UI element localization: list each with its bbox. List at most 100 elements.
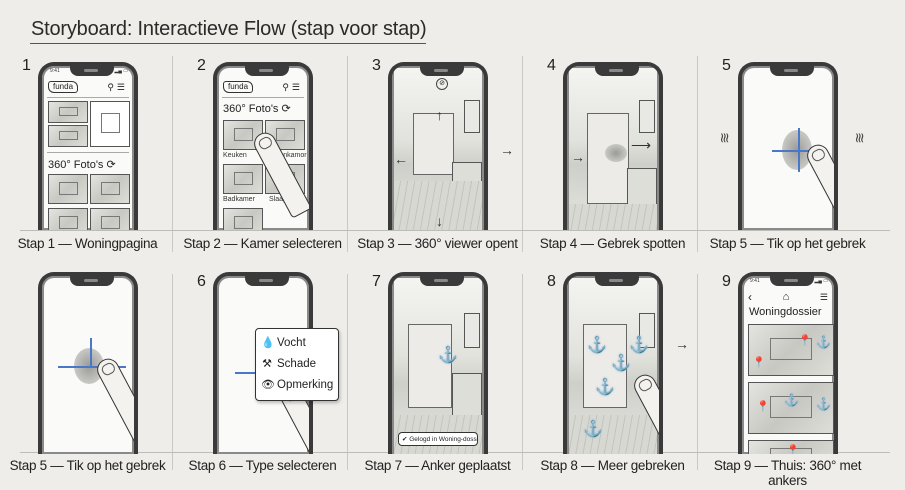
- home-icon[interactable]: ⌂: [782, 291, 790, 303]
- menu-icon[interactable]: ☰: [116, 81, 128, 92]
- menu-item-vocht[interactable]: 💧 Vocht: [261, 333, 333, 354]
- divider: [522, 56, 523, 252]
- phone-frame: ⚓ ⚓ ⚓ ⚓ ⚓: [563, 272, 663, 454]
- anchor-icon[interactable]: ⚓: [816, 335, 831, 349]
- phone-notch: [595, 276, 639, 286]
- back-wall: [413, 113, 454, 175]
- separator: [47, 97, 129, 98]
- menu-icon[interactable]: ☰: [819, 291, 828, 302]
- panel-step-2: 2 funda ⚲☰ 360° Foto's ⟳ Keuken Woonkamo…: [175, 52, 350, 282]
- phone-notch: [770, 276, 814, 286]
- panel-step-4: 4 → ⟶ Stap 4 — Gebrek spotten: [525, 52, 700, 282]
- dossier-room-card[interactable]: [748, 440, 834, 454]
- anchor-icon[interactable]: ⚓: [587, 337, 607, 354]
- pin-icon[interactable]: 📍: [798, 335, 812, 347]
- anchor-icon[interactable]: ⚓: [595, 379, 615, 396]
- crosshair-icon: [58, 366, 126, 368]
- search-icon[interactable]: ⚲: [282, 81, 292, 92]
- step-caption: Stap 5 — Tik op het gebrek: [9, 458, 166, 473]
- step-number: 6: [197, 273, 206, 290]
- arrow-right-icon: →: [675, 336, 689, 352]
- eye-icon: 👁: [261, 379, 275, 391]
- menu-item-opmerking[interactable]: 👁 Opmerking: [261, 375, 333, 396]
- anchor-icon[interactable]: ⚓: [816, 397, 831, 411]
- 360-thumbnail[interactable]: [48, 208, 88, 230]
- baseline: [20, 230, 890, 231]
- step-caption: Stap 8 — Meer gebreken: [540, 458, 685, 473]
- phone-notch: [595, 66, 639, 76]
- menu-item-schade[interactable]: ⚒ Schade: [261, 354, 333, 375]
- phone-frame: 9:41 ▂▄ ▭ ‹ ⌂ ☰ Woningdossier 📍 ⚓ 📍 📍 ⚓ …: [738, 272, 838, 454]
- signal-battery-icon: ▂▄ ▭: [114, 68, 128, 74]
- search-icon[interactable]: ⚲: [107, 81, 117, 92]
- floor: [569, 415, 657, 454]
- vibration-icon: ≋: [717, 132, 733, 144]
- pin-icon[interactable]: 📍: [752, 357, 766, 369]
- divider: [697, 56, 698, 252]
- step-number: 4: [547, 57, 556, 74]
- app-bar: funda ⚲☰: [223, 80, 303, 94]
- compass-icon[interactable]: ⊘: [436, 78, 448, 90]
- panel-step-7: 7 ⚓ ✔ Gelogd in Woning-dossier Stap 7 — …: [350, 268, 525, 490]
- dossier-room-card[interactable]: [748, 324, 834, 376]
- 360-thumbnail[interactable]: [48, 174, 88, 204]
- photo-thumbnail[interactable]: [48, 125, 88, 147]
- status-time: 9:41: [750, 278, 760, 284]
- 360-kitchen-view[interactable]: [569, 278, 657, 454]
- pin-icon[interactable]: 📍: [786, 445, 800, 454]
- anchor-icon[interactable]: ⚓: [611, 355, 631, 372]
- anchor-icon[interactable]: ⚓: [784, 393, 799, 407]
- divider: [347, 56, 348, 252]
- back-icon[interactable]: ‹: [748, 290, 752, 304]
- arrow-right-icon: →: [571, 149, 585, 165]
- panel-step-3: 3 ⊘ ↑ ← ↓ → Stap 3 — 360° viewer opent: [350, 52, 525, 282]
- hammer-icon: ⚒: [262, 358, 272, 370]
- app-bar: ‹ ⌂ ☰: [748, 290, 828, 304]
- 360-thumbnail[interactable]: [90, 174, 130, 204]
- floor: [569, 204, 657, 230]
- pin-icon[interactable]: 📍: [756, 401, 770, 413]
- room-thumbnail-badkamer[interactable]: [223, 164, 263, 194]
- menu-icon[interactable]: ☰: [291, 81, 303, 92]
- step-number: 1: [22, 57, 31, 74]
- crosshair-icon: [798, 128, 800, 172]
- phone-frame: 9:41 ▂▄ ▭ funda ⚲☰ 360° Foto's ⟳: [38, 62, 138, 230]
- 360-kitchen-view[interactable]: [394, 278, 482, 454]
- floorplan-thumbnail[interactable]: [90, 101, 130, 147]
- divider: [697, 274, 698, 470]
- step-number: 3: [372, 57, 381, 74]
- divider: [172, 274, 173, 470]
- water-drop-icon: 💧: [261, 337, 275, 349]
- cabinet: [639, 313, 655, 349]
- finger-icon: [93, 354, 134, 445]
- divider: [172, 56, 173, 252]
- room-thumbnail[interactable]: [223, 208, 263, 230]
- arrow-up-icon: ↑: [436, 107, 443, 123]
- step-caption: Stap 7 — Anker geplaatst: [364, 458, 511, 473]
- phone-notch: [70, 276, 114, 286]
- app-bar: funda ⚲☰: [48, 80, 128, 94]
- page-title: Woningdossier: [749, 306, 822, 318]
- anchor-icon[interactable]: ⚓: [583, 421, 603, 438]
- room-label: Keuken: [223, 152, 247, 159]
- panel-step-8: 8 ⚓ ⚓ ⚓ ⚓ ⚓ → Stap 8 — Meer gebreken: [525, 268, 700, 490]
- step-number: 5: [722, 57, 731, 74]
- defect-type-menu: 💧 Vocht ⚒ Schade 👁 Opmerking: [255, 328, 339, 401]
- 360-kitchen-view[interactable]: [394, 68, 482, 230]
- funda-logo[interactable]: funda: [48, 81, 79, 93]
- crosshair-icon: [90, 338, 92, 368]
- dossier-room-card[interactable]: [748, 382, 834, 434]
- step-caption: Stap 5 — Tik op het gebrek: [709, 236, 866, 251]
- step-caption: Stap 4 — Gebrek spotten: [539, 236, 686, 251]
- photo-thumbnail[interactable]: [48, 101, 88, 123]
- funda-logo[interactable]: funda: [223, 81, 254, 93]
- signal-battery-icon: ▂▄ ▭: [814, 278, 828, 284]
- moisture-stain[interactable]: [605, 144, 627, 162]
- phone-frame: → ⟶: [563, 62, 663, 230]
- phone-frame: ⚓ ✔ Gelogd in Woning-dossier: [388, 272, 488, 454]
- anchor-icon[interactable]: ⚓: [438, 347, 458, 364]
- 360-thumbnail[interactable]: [90, 208, 130, 230]
- anchor-icon[interactable]: ⚓: [629, 337, 649, 354]
- 360-kitchen-view[interactable]: [569, 68, 657, 230]
- rotate-icon: ⟳: [106, 159, 116, 171]
